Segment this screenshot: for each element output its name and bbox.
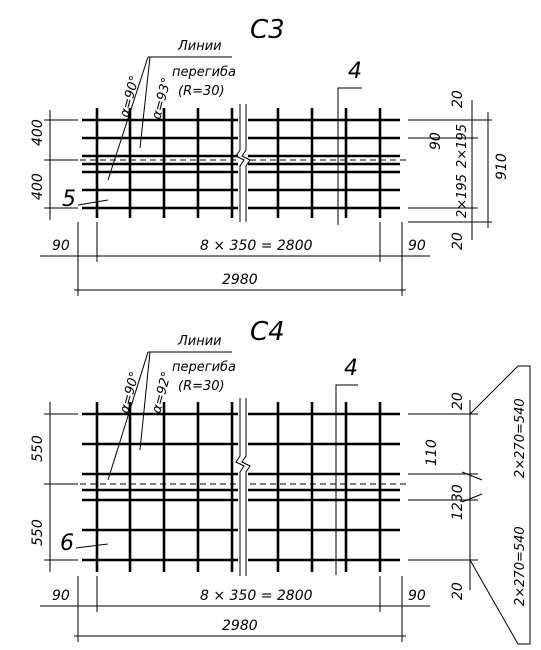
position-mark: 4 [348, 59, 362, 84]
break-mark [235, 398, 251, 576]
bend-leader-line [139, 351, 151, 451]
spacing-label: 2×270=540 [513, 526, 528, 606]
bend-radius-label: (R=30) [178, 379, 225, 394]
dimension-label: 550 [30, 435, 46, 462]
rebar-mesh [60, 108, 410, 218]
rebar-mesh [60, 402, 410, 572]
dimension-label: 110 [424, 439, 440, 466]
bend-lines-label: перегиба [172, 65, 236, 80]
bend-lines-label: Линии [177, 39, 222, 54]
bend-radius-label: (R=30) [178, 84, 225, 99]
bend-lines-label: перегиба [172, 360, 236, 375]
dimension-label: 550 [30, 519, 46, 546]
overall-dimension-label: 2980 [222, 618, 258, 634]
dimension-label: 20 [450, 90, 466, 108]
overall-dimension-label: 2980 [222, 272, 258, 288]
right-dimension [408, 100, 492, 240]
position-mark: 4 [344, 356, 358, 381]
dimension-label: 1230 [450, 484, 466, 520]
drawing-title: С3 [250, 15, 285, 45]
dimension-label: 90 [408, 588, 426, 604]
angle-label: α=93° [149, 76, 174, 121]
dimension-label: 8 × 350 = 2800 [200, 238, 313, 254]
spacing-label: 2×195 [455, 124, 470, 168]
spacing-label: 2×195 [455, 174, 470, 218]
dimension-label: 400 [30, 119, 46, 146]
dimension-label: 90 [428, 132, 444, 150]
left-dimension [44, 110, 78, 220]
position-leader-line [77, 199, 109, 206]
position-mark: 6 [60, 531, 74, 556]
position-mark: 5 [62, 187, 76, 212]
bend-lines-label: Линии [177, 334, 222, 349]
bottom-dimension [40, 222, 430, 296]
drawing-c3: С3 Линии перегиба (R=30) α=90° α=93° 4 5 [30, 15, 510, 296]
drawing-c4: С4 Линии перегиба (R=30) α=90° α=92° 4 6 [30, 317, 531, 645]
position-leader-line [335, 384, 358, 575]
position-leader-line [75, 543, 109, 549]
dimension-label: 20 [450, 392, 466, 410]
bend-leader-line [139, 56, 151, 149]
dimension-label: 20 [450, 232, 466, 250]
dimension-label: 8 × 350 = 2800 [200, 588, 313, 604]
dimension-label: 90 [408, 238, 426, 254]
right-dimension [408, 365, 531, 645]
dimension-label: 910 [494, 153, 510, 180]
dimension-label: 400 [30, 173, 46, 200]
left-dimension [44, 402, 78, 572]
drawing-title: С4 [250, 317, 285, 347]
position-leader-line [337, 87, 362, 225]
dimension-label: 90 [52, 588, 70, 604]
spacing-label: 2×270=540 [513, 398, 528, 478]
angle-label: α=92° [149, 370, 174, 415]
dimension-label: 90 [52, 238, 70, 254]
bend-leader-line [107, 351, 149, 481]
bottom-dimension [40, 576, 430, 642]
break-mark [235, 104, 251, 222]
dimension-label: 20 [450, 582, 466, 600]
